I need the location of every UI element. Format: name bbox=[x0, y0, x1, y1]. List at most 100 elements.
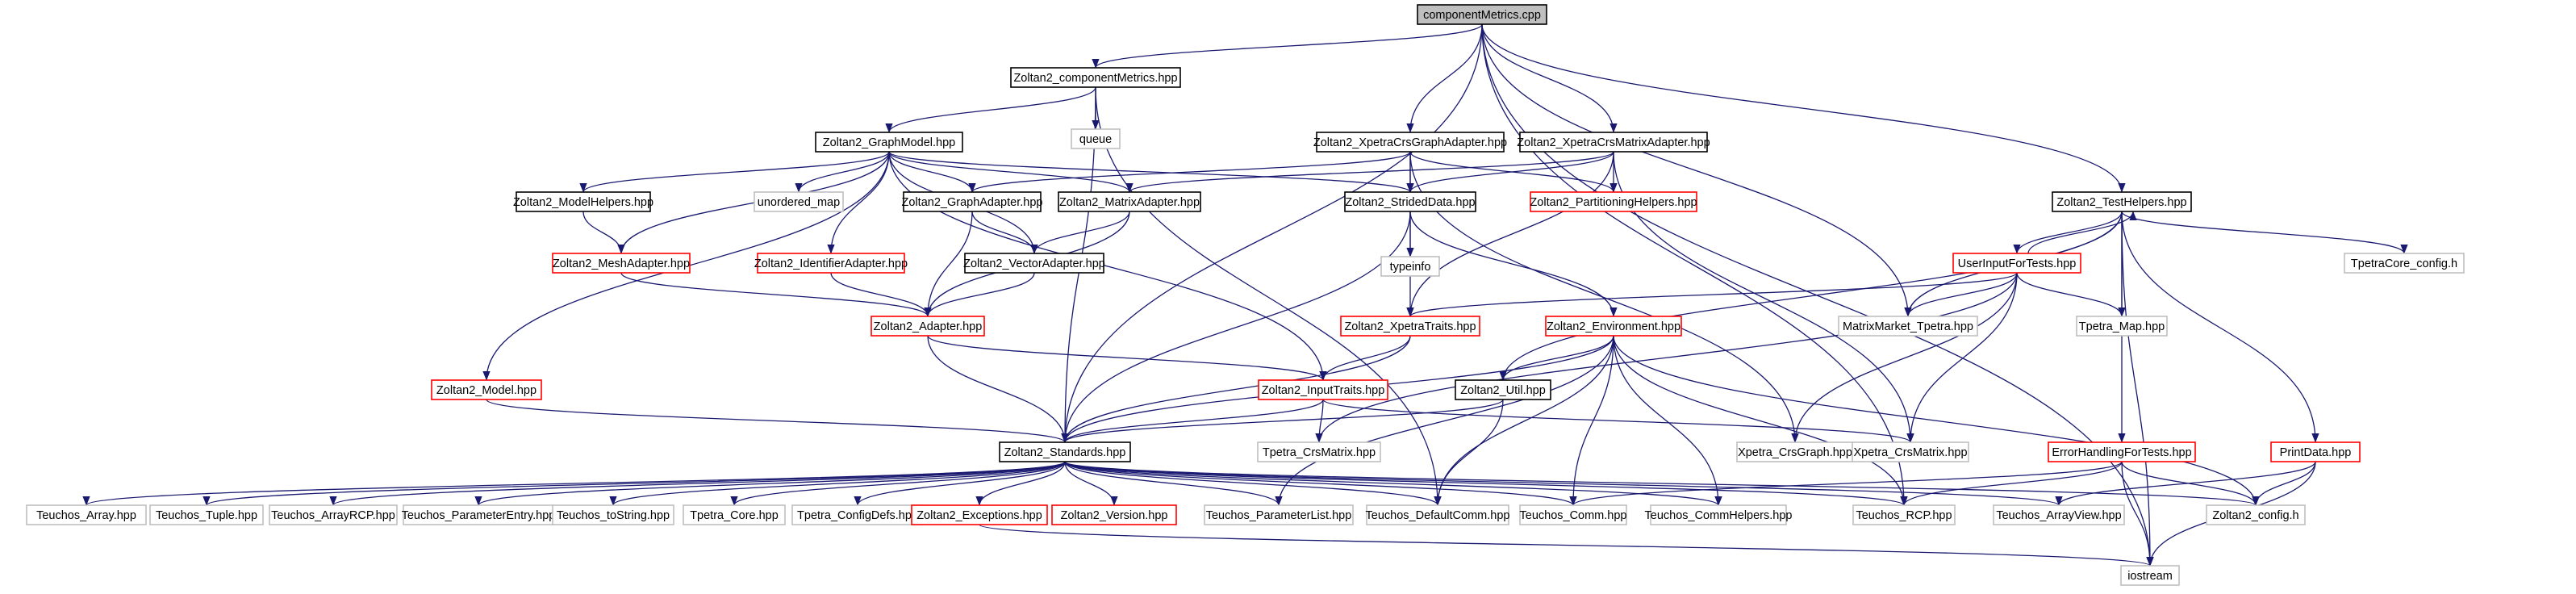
node-label: Zoltan2_XpetraCrsMatrixAdapter.hpp bbox=[1517, 136, 1710, 149]
node-label: TpetraCore_config.h bbox=[2351, 257, 2457, 270]
node-z_std[interactable]: Zoltan2_Standards.hpp bbox=[999, 441, 1131, 462]
edge-z_sd-to-z_std bbox=[1061, 211, 1411, 443]
node-z_model[interactable]: Zoltan2_Model.hpp bbox=[431, 379, 542, 400]
edge-z_it-to-xpetra_crsmatrix bbox=[1322, 399, 1914, 443]
edge-z_cm-to-z_gm bbox=[885, 86, 1096, 133]
node-label: Teuchos_toString.hpp bbox=[557, 509, 670, 522]
node-z_mesha[interactable]: Zoltan2_MeshAdapter.hpp bbox=[552, 253, 691, 274]
node-label: unordered_map bbox=[758, 196, 840, 209]
node-box bbox=[2076, 316, 2168, 337]
node-label: Zoltan2_Adapter.hpp bbox=[874, 320, 983, 333]
node-box bbox=[2344, 253, 2465, 274]
edge-componentMetrics-to-t_rcp bbox=[1481, 23, 1908, 506]
node-box bbox=[1051, 504, 1177, 525]
node-t_comm: Teuchos_Comm.hpp bbox=[1519, 504, 1627, 525]
edge-z_adapter-to-z_it bbox=[927, 335, 1327, 381]
node-label: Zoltan2_GraphAdapter.hpp bbox=[902, 196, 1043, 209]
edge-z_xcma-to-z_sd bbox=[1406, 151, 1614, 193]
node-box bbox=[26, 504, 147, 525]
node-typeinfo: typeinfo bbox=[1380, 256, 1440, 277]
node-queue: queue bbox=[1071, 128, 1121, 149]
node-z_ph[interactable]: Zoltan2_PartitioningHelpers.hpp bbox=[1530, 191, 1697, 212]
node-t_paramlist: Teuchos_ParameterList.hpp bbox=[1204, 504, 1354, 525]
edge-z_uift-to-z_th bbox=[2027, 211, 2137, 254]
node-box bbox=[552, 504, 674, 525]
edge-z_th-to-printdata bbox=[2121, 211, 2319, 443]
node-printdata[interactable]: PrintData.hpp bbox=[2270, 441, 2361, 462]
node-tpetra_core: Tpetra_Core.hpp bbox=[683, 504, 786, 525]
node-z_xcma[interactable]: Zoltan2_XpetraCrsMatrixAdapter.hpp bbox=[1517, 132, 1710, 153]
edge-z_xt-to-z_it bbox=[1319, 335, 1411, 381]
node-box bbox=[1650, 504, 1787, 525]
node-t_paramentry: Teuchos_ParameterEntry.hpp bbox=[402, 504, 555, 525]
node-ehft[interactable]: ErrorHandlingForTests.hpp bbox=[2048, 441, 2196, 462]
edge-z_gm-to-z_ga bbox=[888, 151, 976, 193]
edge-z_va-to-z_adapter bbox=[924, 272, 1035, 317]
node-label: Zoltan2_ModelHelpers.hpp bbox=[513, 196, 653, 209]
node-z_xcga[interactable]: Zoltan2_XpetraCrsGraphAdapter.hpp bbox=[1313, 132, 1507, 153]
node-label: Tpetra_Map.hpp bbox=[2079, 320, 2165, 333]
edge-z_gm-to-z_it bbox=[888, 151, 1327, 381]
node-z_it[interactable]: Zoltan2_InputTraits.hpp bbox=[1258, 379, 1388, 400]
node-z_env[interactable]: Zoltan2_Environment.hpp bbox=[1545, 316, 1682, 337]
edge-componentMetrics-to-z_xcga bbox=[1406, 23, 1483, 133]
node-z_ga[interactable]: Zoltan2_GraphAdapter.hpp bbox=[902, 191, 1043, 212]
edge-componentMetrics-to-z_th bbox=[1481, 23, 2126, 193]
node-label: Teuchos_Array.hpp bbox=[36, 509, 136, 522]
node-z_exc[interactable]: Zoltan2_Exceptions.hpp bbox=[911, 504, 1048, 525]
node-box bbox=[1316, 132, 1505, 153]
edge-z_gm-to-z_mh bbox=[579, 151, 890, 193]
node-label: Teuchos_ArrayRCP.hpp bbox=[271, 509, 395, 522]
node-iostream: iostream bbox=[2120, 565, 2180, 586]
edge-z_env-to-t_commhelpers bbox=[1613, 335, 1722, 506]
edge-z_std-to-t_commhelpers bbox=[1064, 461, 1722, 506]
node-label: typeinfo bbox=[1390, 261, 1431, 274]
edge-z_util-to-z_std bbox=[1061, 399, 1504, 443]
node-label: Zoltan2_Util.hpp bbox=[1460, 384, 1546, 397]
node-label: Zoltan2_XpetraCrsGraphAdapter.hpp bbox=[1313, 136, 1507, 149]
node-box bbox=[1993, 504, 2125, 525]
node-z_ma[interactable]: Zoltan2_MatrixAdapter.hpp bbox=[1058, 191, 1201, 212]
node-box bbox=[1852, 504, 1956, 525]
edge-z_th-to-tpetracore_config bbox=[2121, 211, 2408, 254]
node-t_arrayview: Teuchos_ArrayView.hpp bbox=[1993, 504, 2125, 525]
node-z_uift[interactable]: UserInputForTests.hpp bbox=[1952, 253, 2081, 274]
node-label: Teuchos_RCP.hpp bbox=[1856, 509, 1952, 522]
edge-z_ga-to-z_adapter bbox=[924, 211, 973, 317]
edge-z_gm-to-z_sd bbox=[888, 151, 1414, 193]
node-z_ia[interactable]: Zoltan2_IdentifierAdapter.hpp bbox=[754, 253, 908, 274]
node-box bbox=[999, 441, 1131, 462]
node-z_xt[interactable]: Zoltan2_XpetraTraits.hpp bbox=[1340, 316, 1480, 337]
node-box bbox=[1455, 379, 1551, 400]
edge-z_std-to-t_comm bbox=[1064, 461, 1577, 506]
node-z_adapter[interactable]: Zoltan2_Adapter.hpp bbox=[870, 316, 985, 337]
node-z_gm[interactable]: Zoltan2_GraphModel.hpp bbox=[815, 132, 963, 153]
node-label: Tpetra_Core.hpp bbox=[690, 509, 779, 522]
edge-z_exc-to-iostream bbox=[979, 524, 2154, 567]
node-z_th[interactable]: Zoltan2_TestHelpers.hpp bbox=[2052, 191, 2192, 212]
node-z_mh[interactable]: Zoltan2_ModelHelpers.hpp bbox=[513, 191, 653, 212]
node-label: Teuchos_ArrayView.hpp bbox=[1996, 509, 2121, 522]
edge-z_th-to-z_uift bbox=[2013, 211, 2123, 254]
edge-z_std-to-t_arrayrcp bbox=[329, 461, 1066, 506]
node-z_sd[interactable]: Zoltan2_StridedData.hpp bbox=[1344, 191, 1476, 212]
node-box bbox=[791, 504, 924, 525]
node-label: Zoltan2_Standards.hpp bbox=[1004, 446, 1126, 459]
node-z_va[interactable]: Zoltan2_VectorAdapter.hpp bbox=[963, 253, 1105, 274]
node-label: Zoltan2_GraphModel.hpp bbox=[823, 136, 955, 149]
edge-z_env-to-z_util bbox=[1499, 335, 1614, 381]
node-z_cm[interactable]: Zoltan2_componentMetrics.hpp bbox=[1010, 67, 1181, 88]
node-componentMetrics[interactable]: componentMetrics.cpp bbox=[1417, 4, 1547, 25]
node-box bbox=[1417, 4, 1547, 25]
edge-componentMetrics-to-z_cm bbox=[1092, 23, 1483, 69]
node-z_util[interactable]: Zoltan2_Util.hpp bbox=[1455, 379, 1551, 400]
edge-z_std-to-t_tuple bbox=[202, 461, 1066, 506]
node-t_array: Teuchos_Array.hpp bbox=[26, 504, 147, 525]
node-box bbox=[870, 316, 985, 337]
edge-z_std-to-tpetra_configdefs bbox=[854, 461, 1066, 506]
node-box bbox=[1530, 191, 1697, 212]
node-box bbox=[403, 504, 554, 525]
node-label: iostream bbox=[2127, 570, 2173, 583]
node-z_ver[interactable]: Zoltan2_Version.hpp bbox=[1051, 504, 1177, 525]
